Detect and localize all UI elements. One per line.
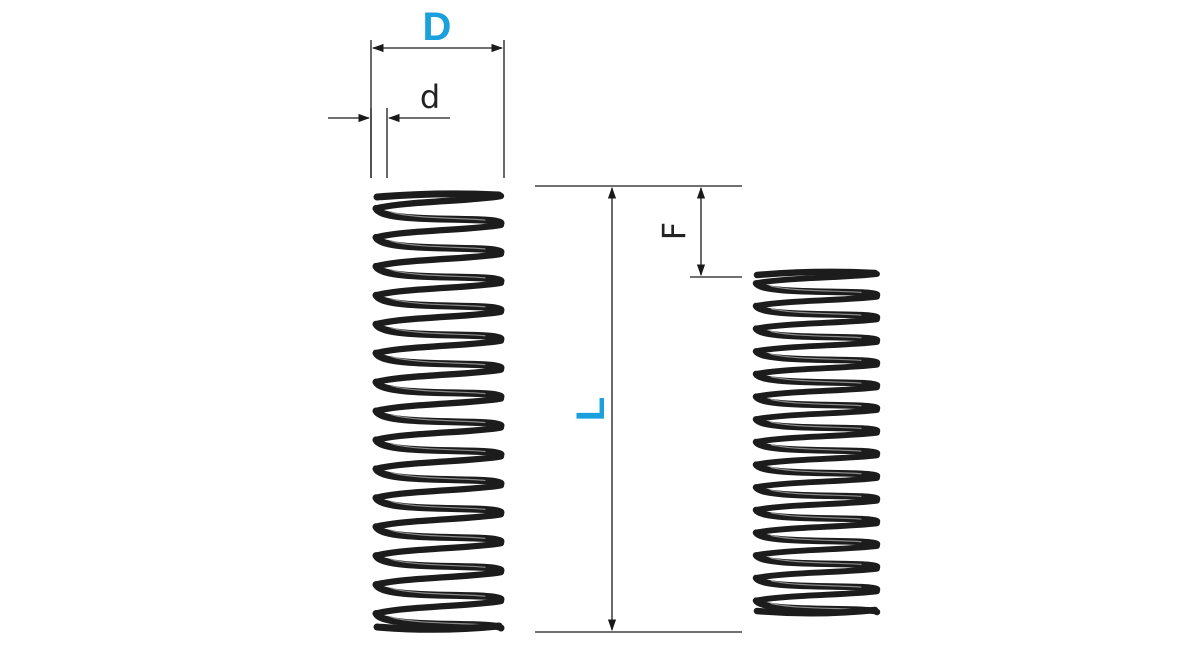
compressed-spring-bottom-end bbox=[753, 606, 879, 617]
free-spring-coil-highlight bbox=[390, 269, 486, 279]
compressed-spring-coil-back bbox=[753, 316, 880, 332]
compressed-spring-coil-front bbox=[752, 348, 881, 366]
free-spring-coil-highlight bbox=[390, 529, 486, 539]
compressed-spring-coil-highlight bbox=[770, 330, 862, 339]
free-spring-coil-highlight bbox=[390, 298, 486, 308]
free-spring-coil-back bbox=[372, 308, 505, 328]
compressed-spring-coil-highlight bbox=[770, 353, 862, 361]
compressed-spring-coil-highlight bbox=[770, 308, 862, 316]
compressed-spring-coil-front bbox=[752, 370, 881, 389]
free-spring-coil-highlight bbox=[390, 413, 486, 424]
compressed-spring-coil-front bbox=[752, 325, 881, 344]
compressed-spring-coil-front bbox=[752, 393, 881, 412]
free-spring-coil-back bbox=[372, 192, 505, 212]
free-spring-coil-back bbox=[372, 482, 505, 501]
deflection-label: F bbox=[655, 222, 693, 240]
free-spring-coil-back bbox=[372, 424, 505, 444]
free-spring-coil-back bbox=[372, 221, 505, 241]
free-spring-coil-highlight bbox=[390, 384, 486, 395]
compressed-spring-coil-back bbox=[753, 339, 880, 355]
free-spring-coil-back bbox=[372, 568, 505, 588]
free-spring-coil-front bbox=[372, 407, 505, 429]
free-spring-coil-front bbox=[372, 436, 505, 458]
free-length-label: L bbox=[569, 397, 613, 421]
compressed-spring-coil-front bbox=[752, 552, 881, 570]
free-spring-coil-highlight bbox=[390, 587, 486, 597]
compressed-spring-coil-back bbox=[753, 452, 880, 468]
free-spring-coil-front bbox=[372, 233, 505, 256]
free-spring-coil-back bbox=[372, 366, 505, 386]
free-spring-coil-front bbox=[372, 465, 505, 487]
free-spring-coil-back bbox=[372, 279, 505, 299]
compressed-spring-coil-front bbox=[752, 438, 881, 457]
compressed-spring-coil-highlight bbox=[770, 489, 862, 497]
outer-diameter-label: D bbox=[423, 5, 452, 49]
compressed-spring-coil-front bbox=[752, 484, 881, 502]
free-spring-coil-back bbox=[372, 540, 505, 559]
compressed-spring bbox=[752, 268, 881, 617]
compressed-spring-coil-back bbox=[753, 407, 880, 423]
free-length-dimension: L bbox=[535, 185, 742, 633]
free-spring-coil-back bbox=[372, 453, 505, 473]
free-spring-coil-highlight bbox=[390, 500, 486, 510]
compressed-spring-coil-back bbox=[753, 588, 880, 604]
compressed-spring-coil-front bbox=[752, 461, 881, 480]
wire-diameter-label: d bbox=[420, 78, 440, 116]
compressed-spring-coil-highlight bbox=[770, 421, 862, 429]
free-spring-coil-highlight bbox=[390, 356, 486, 366]
compressed-spring-coil-highlight bbox=[770, 376, 862, 384]
compressed-spring-coil-back bbox=[753, 565, 880, 581]
free-spring-coil-front bbox=[372, 262, 505, 285]
compressed-spring-coil-front bbox=[752, 506, 881, 525]
compressed-spring-coil-back bbox=[753, 361, 880, 377]
wire-diameter-dimension: d bbox=[328, 78, 450, 178]
free-spring-coil-front bbox=[372, 581, 505, 603]
free-spring-coil-front bbox=[372, 552, 505, 574]
free-spring-coil-back bbox=[372, 395, 505, 415]
compressed-spring-coil-highlight bbox=[770, 398, 862, 407]
free-spring-coil-back bbox=[372, 597, 505, 617]
compressed-spring-coil-back bbox=[753, 293, 880, 309]
free-spring-coil-front bbox=[372, 291, 505, 314]
compressed-spring-coil-back bbox=[753, 429, 880, 445]
free-spring-coil-highlight bbox=[390, 442, 486, 453]
compressed-spring-coil-back bbox=[753, 520, 880, 536]
compressed-spring-coil-front bbox=[752, 416, 881, 434]
compressed-spring-coil-back bbox=[753, 475, 880, 491]
compressed-spring-coil-front bbox=[752, 280, 881, 298]
free-spring-coil-back bbox=[372, 337, 505, 357]
free-spring-coil-back bbox=[372, 250, 505, 270]
free-spring-coil-front bbox=[372, 320, 505, 343]
compressed-spring-coil-back bbox=[753, 543, 880, 559]
free-spring-coil-highlight bbox=[390, 211, 486, 221]
compressed-spring-coil-highlight bbox=[770, 444, 862, 452]
free-spring-coil-highlight bbox=[390, 471, 486, 482]
free-spring-coil-highlight bbox=[390, 558, 486, 568]
free-spring-coil-front bbox=[372, 204, 505, 227]
compressed-spring-coil-front bbox=[752, 529, 881, 548]
free-spring-coil-highlight bbox=[390, 327, 486, 337]
compressed-spring-coil-front bbox=[752, 574, 881, 593]
compressed-spring-coil-highlight bbox=[770, 534, 862, 543]
compressed-spring-coil-highlight bbox=[770, 512, 862, 520]
free-spring-coil-front bbox=[372, 523, 505, 545]
compressed-spring-coil-highlight bbox=[770, 466, 862, 475]
compressed-spring-coil-back bbox=[753, 271, 880, 287]
free-spring-coil-front bbox=[372, 494, 505, 516]
compressed-spring-coil-back bbox=[753, 497, 880, 513]
compressed-spring-coil-highlight bbox=[770, 557, 862, 565]
free-spring-bottom-end bbox=[373, 622, 503, 633]
free-spring-coil-highlight bbox=[390, 240, 486, 250]
free-spring-coil-back bbox=[372, 511, 505, 530]
free-spring-coil-front bbox=[372, 349, 505, 372]
compressed-spring-coil-back bbox=[753, 384, 880, 400]
free-spring-top-end bbox=[373, 190, 503, 201]
free-spring-coil-front bbox=[372, 378, 505, 401]
free-spring bbox=[372, 190, 505, 633]
compressed-spring-coil-highlight bbox=[770, 285, 862, 293]
compressed-spring-coil-highlight bbox=[770, 580, 862, 588]
compressed-spring-coil-front bbox=[752, 302, 881, 321]
deflection-dimension: F bbox=[655, 186, 742, 278]
